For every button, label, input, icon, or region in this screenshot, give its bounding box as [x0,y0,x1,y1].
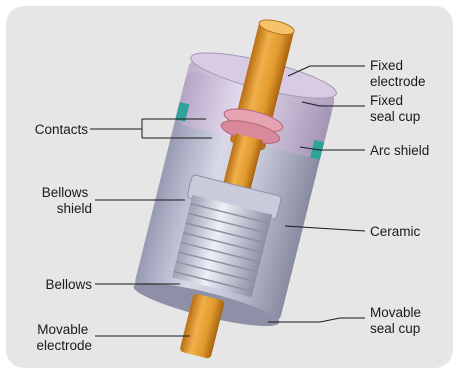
label-movable-electrode: Movable electrode [36,322,92,353]
label-contacts: Contacts [35,122,89,137]
label-movable-seal-cup: Movable seal cup [370,305,425,336]
label-arc-shield: Arc shield [370,143,429,158]
label-ceramic: Ceramic [370,224,421,239]
label-bellows: Bellows [45,277,92,292]
